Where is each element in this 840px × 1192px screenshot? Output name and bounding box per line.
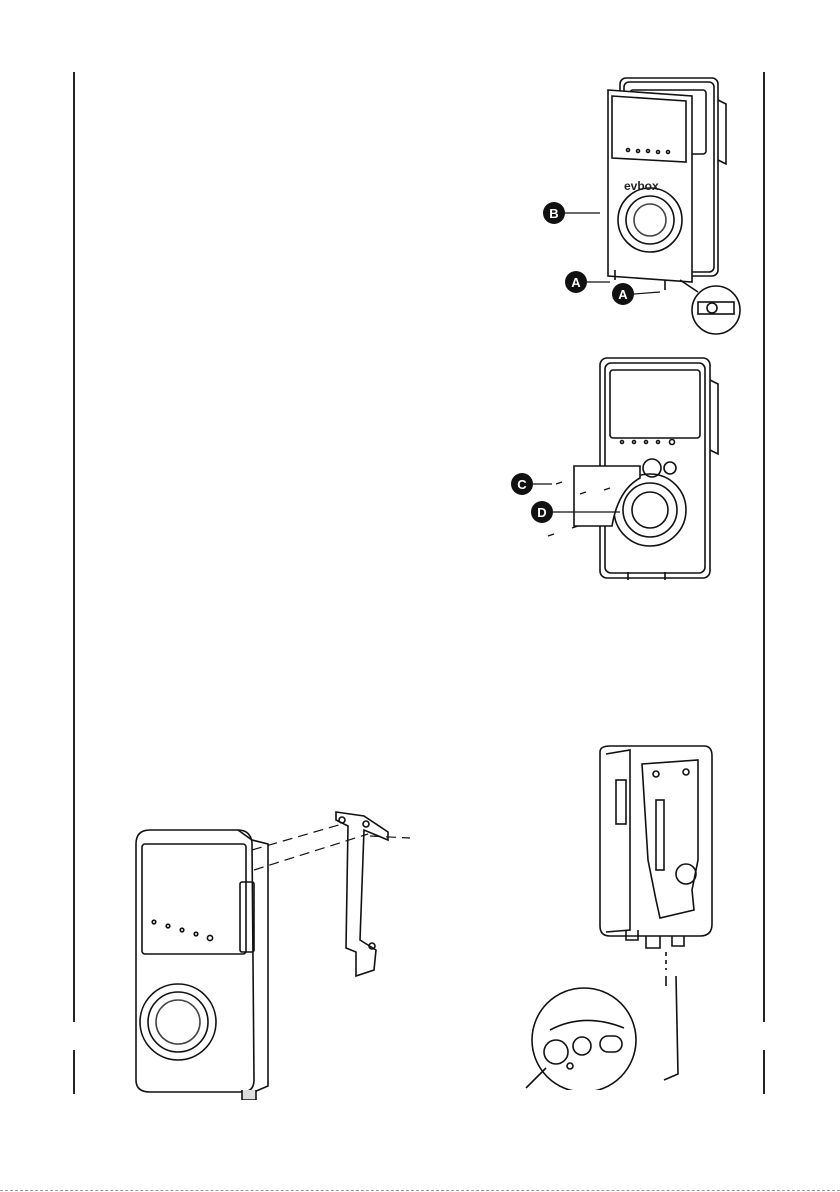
left-margin-rule-lower xyxy=(73,1050,75,1094)
callout-c: C xyxy=(511,473,552,495)
right-margin-rule-lower xyxy=(763,1050,765,1094)
figure-front-cover-removal: evbox B A A xyxy=(520,70,765,345)
callout-c-label: C xyxy=(517,477,527,492)
left-margin-rule xyxy=(73,72,75,1022)
callout-b: B xyxy=(543,202,600,224)
brand-logo-text: evbox xyxy=(624,179,659,193)
callout-b-label: B xyxy=(549,206,558,221)
callout-a-right: A xyxy=(612,283,660,305)
figure-rear-mount-screw xyxy=(520,740,760,1090)
callout-a-left: A xyxy=(565,271,610,293)
callout-a-left-label: A xyxy=(571,275,581,290)
callout-a-right-label: A xyxy=(618,287,628,302)
figure-bracket-alignment xyxy=(120,800,420,1100)
callout-d-label: D xyxy=(537,505,546,520)
figure-inner-plate-removal: C D xyxy=(500,350,740,590)
